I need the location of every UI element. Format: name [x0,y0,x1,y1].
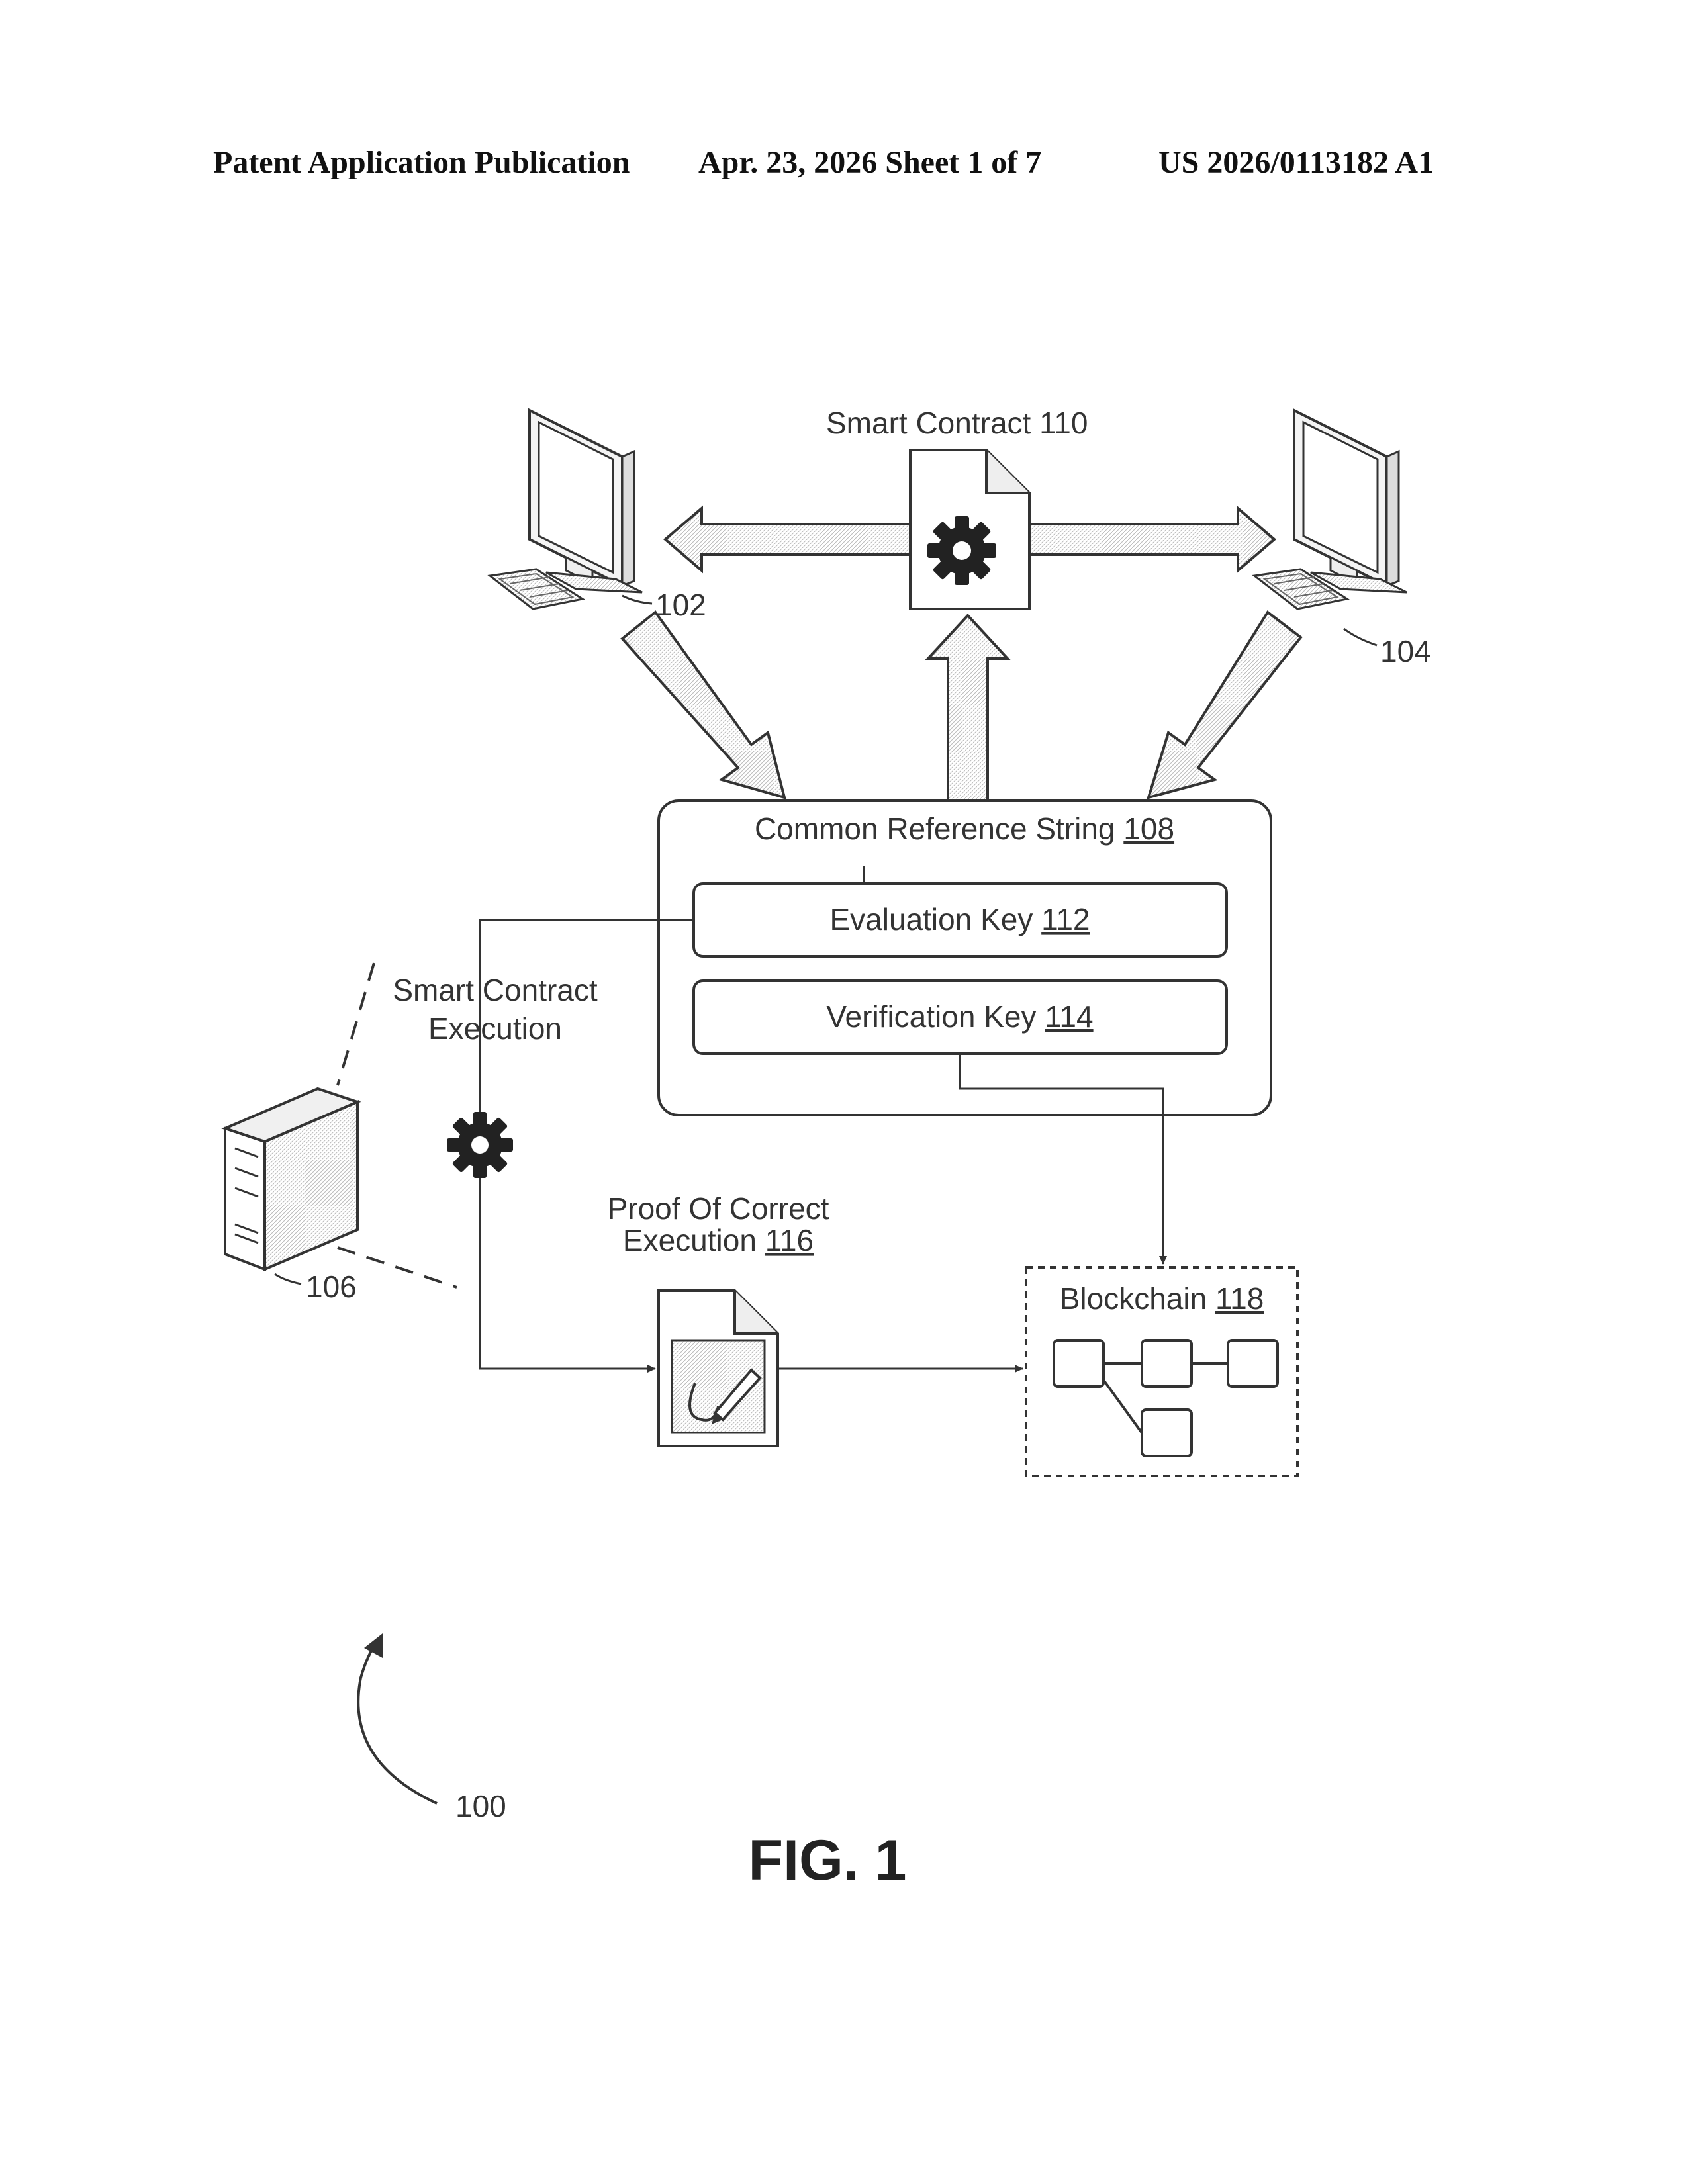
client-left-label: 102 [655,588,706,622]
proof-label-line2: Execution 116 [623,1223,814,1257]
execution-label-line1: Smart Contract [393,973,598,1007]
blockchain-label: Blockchain 118 [1060,1281,1264,1316]
verification-key-label: Verification Key 114 [826,999,1093,1034]
evaluation-key-label: Evaluation Key 112 [830,902,1090,936]
crs-label: Common Reference String 108 [755,811,1174,846]
document-gear-icon [910,450,1029,609]
smart-contract-label: Smart Contract 110 [826,406,1088,440]
computer-icon [1254,410,1407,609]
server-label: 106 [306,1269,357,1304]
client-right-label: 104 [1380,634,1431,668]
proof-label-line1: Proof Of Correct [608,1191,829,1226]
execution-label-line2: Execution [428,1011,562,1046]
system-ref-label: 100 [455,1789,506,1823]
server-icon [225,1089,357,1269]
gear-icon [447,1112,513,1178]
computer-icon [490,410,642,609]
figure-label: FIG. 1 [749,1829,907,1892]
signed-document-icon [659,1291,778,1446]
